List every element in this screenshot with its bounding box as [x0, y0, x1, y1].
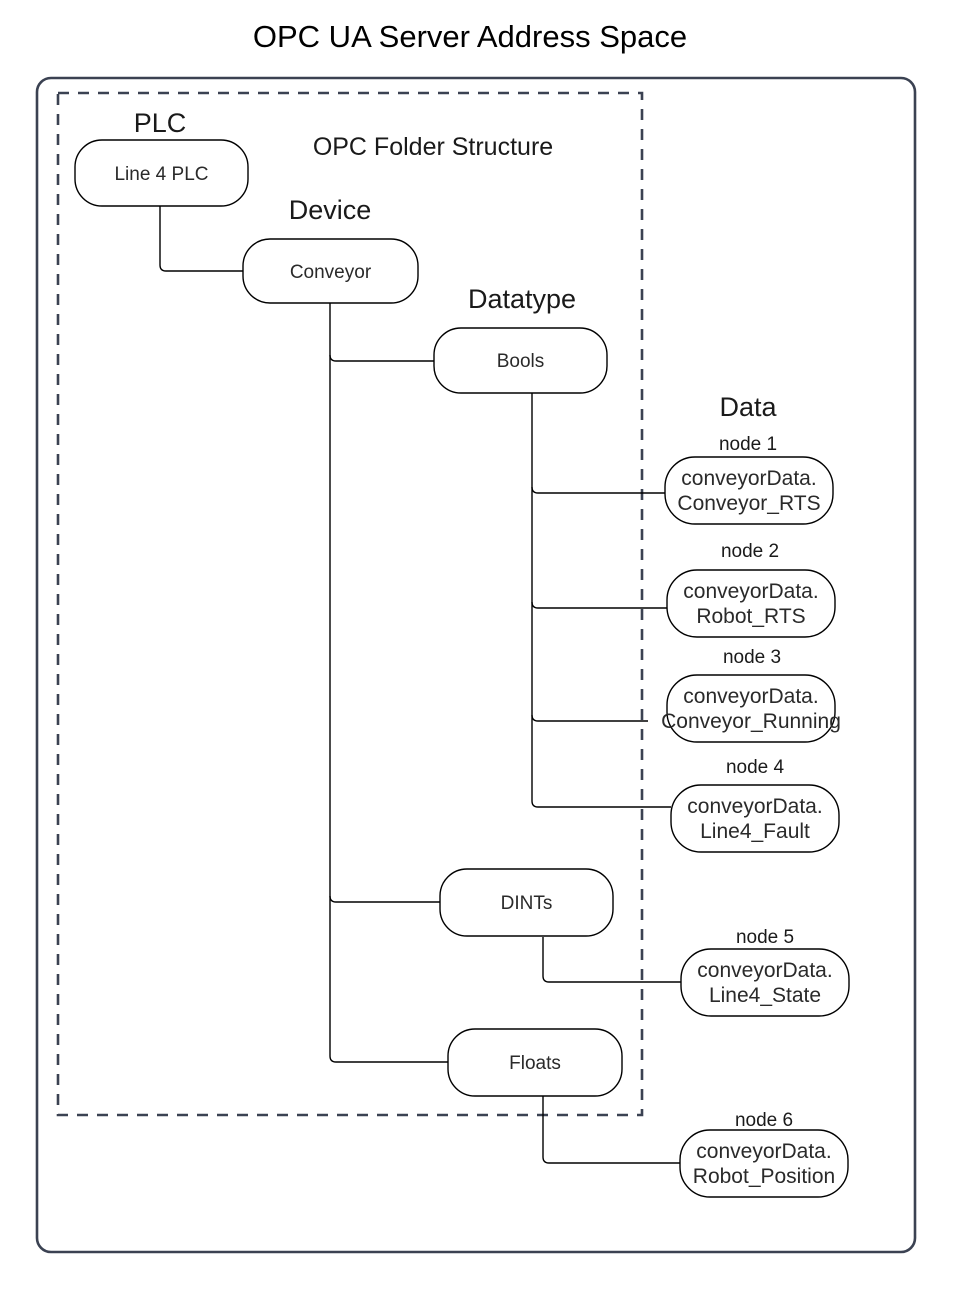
node-dints-shape[interactable] [439, 868, 614, 937]
edge-bools-to-node1 [531, 486, 665, 494]
page-title: OPC UA Server Address Space [253, 19, 687, 54]
data-node-6-shape[interactable] [679, 1129, 849, 1198]
node-bools-label: Bools [497, 351, 545, 372]
data-node-3[interactable]: node 3 conveyorData. Conveyor_Running [661, 647, 841, 743]
group-label-device: Device [289, 195, 372, 225]
node-line4-plc-shape[interactable] [74, 139, 249, 207]
data-node-5-tag: node 5 [736, 927, 794, 948]
node-floats-label: Floats [509, 1053, 561, 1074]
edge-plc-to-conveyor [159, 206, 243, 272]
node-floats[interactable]: Floats [447, 1028, 623, 1097]
data-node-4-tag: node 4 [726, 757, 785, 778]
data-node-5[interactable]: node 5 conveyorData. Line4_State [680, 927, 850, 1017]
data-node-3-shape[interactable] [666, 674, 836, 743]
edge-bools-to-node3 [531, 714, 648, 722]
group-label-datatype: Datatype [468, 284, 576, 314]
data-node-6-line1: conveyorData. [696, 1140, 831, 1163]
node-line4-plc-label: Line 4 PLC [114, 164, 208, 185]
edge-conveyor-spine-to-floats [329, 302, 448, 1063]
data-node-1[interactable]: node 1 conveyorData. Conveyor_RTS [664, 434, 834, 525]
data-node-1-shape[interactable] [664, 456, 834, 525]
node-bools[interactable]: Bools [433, 327, 608, 394]
data-node-6[interactable]: node 6 conveyorData. Robot_Position [679, 1110, 849, 1198]
data-node-2-shape[interactable] [666, 569, 836, 638]
data-node-4-shape[interactable] [670, 784, 840, 853]
node-conveyor-label: Conveyor [290, 262, 372, 283]
data-node-5-line1: conveyorData. [697, 959, 832, 982]
group-label-plc: PLC [134, 108, 187, 138]
edge-dints-to-node5 [542, 937, 681, 983]
edge-floats-to-node6 [542, 1096, 680, 1164]
opc-folder-boundary [56, 91, 644, 1117]
data-node-2-line1: conveyorData. [683, 580, 818, 603]
data-node-2[interactable]: node 2 conveyorData. Robot_RTS [666, 541, 836, 638]
data-node-1-tag: node 1 [719, 434, 777, 455]
node-dints-label: DINTs [501, 893, 553, 914]
edge-bools-to-node2 [531, 601, 667, 609]
data-node-6-line2: Robot_Position [693, 1165, 835, 1188]
data-node-2-line2: Robot_RTS [696, 605, 805, 628]
edge-conveyor-to-dints [329, 895, 440, 903]
node-conveyor[interactable]: Conveyor [242, 238, 419, 304]
opc-folder-structure-annotation: OPC Folder Structure [313, 133, 553, 161]
data-node-5-line2: Line4_State [709, 984, 821, 1007]
node-floats-shape[interactable] [447, 1028, 623, 1097]
data-node-2-tag: node 2 [721, 541, 779, 562]
data-node-1-line1: conveyorData. [681, 467, 816, 490]
data-node-6-tag: node 6 [735, 1110, 793, 1131]
node-dints[interactable]: DINTs [439, 868, 614, 937]
data-node-5-shape[interactable] [680, 948, 850, 1017]
node-bools-shape[interactable] [433, 327, 608, 394]
data-node-4[interactable]: node 4 conveyorData. Line4_Fault [670, 757, 840, 853]
data-node-1-line2: Conveyor_RTS [677, 492, 820, 515]
data-node-3-line2: Conveyor_Running [661, 710, 841, 733]
node-conveyor-shape[interactable] [242, 238, 419, 304]
edge-bools-spine-to-node4 [531, 393, 671, 808]
data-node-4-line1: conveyorData. [687, 795, 822, 818]
data-node-3-line1: conveyorData. [683, 685, 818, 708]
edge-conveyor-to-bools [329, 354, 434, 362]
data-node-4-line2: Line4_Fault [700, 820, 810, 843]
node-line4-plc[interactable]: Line 4 PLC [74, 139, 249, 207]
data-node-3-tag: node 3 [723, 647, 781, 668]
group-label-data: Data [719, 392, 777, 422]
